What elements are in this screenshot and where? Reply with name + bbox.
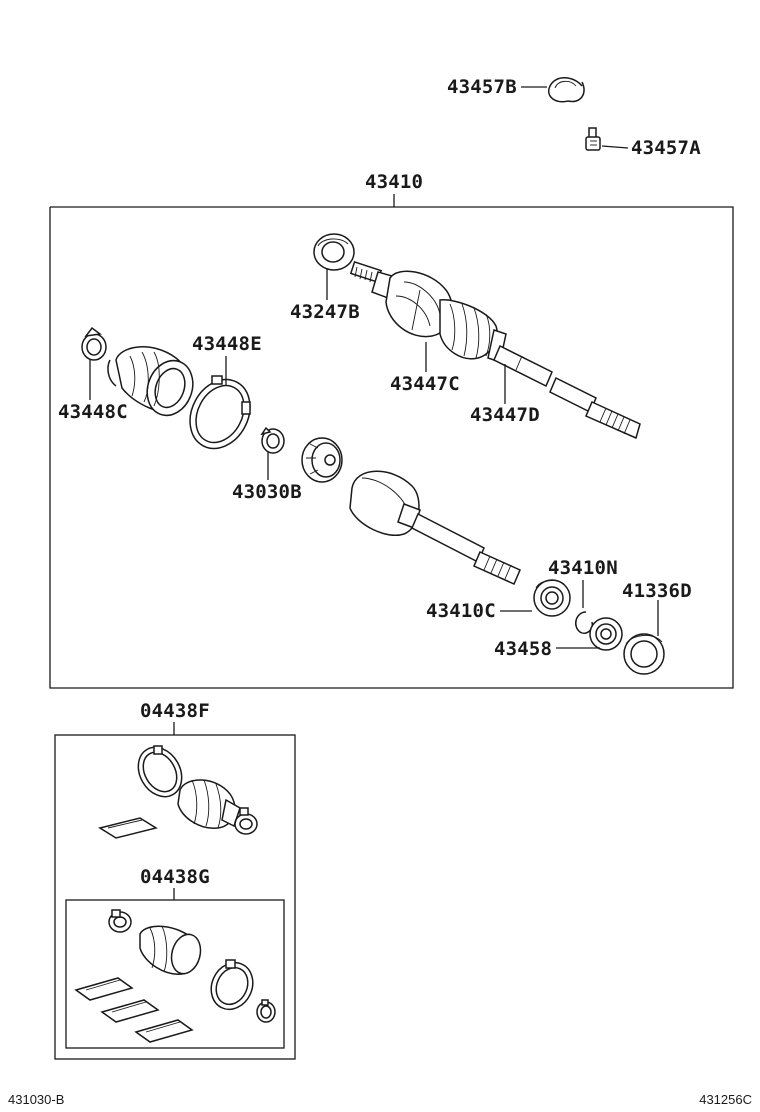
part-snap-ring-43030b xyxy=(260,426,285,454)
kit-04438g-frame xyxy=(65,899,285,1049)
part-inboard-joint-shaft xyxy=(349,470,521,585)
part-inboard-boot xyxy=(107,346,194,417)
label-43030b: 43030B xyxy=(232,481,302,503)
label-43457a: 43457A xyxy=(631,137,701,159)
label-43447d: 43447D xyxy=(470,404,540,426)
label-43448c: 43448C xyxy=(58,401,128,423)
label-43410: 43410 xyxy=(365,171,423,193)
label-04438f: 04438F xyxy=(140,700,210,722)
kit-04438f-frame xyxy=(54,734,296,1060)
part-dust-seal-43247b xyxy=(313,233,355,271)
label-04438g: 04438G xyxy=(140,866,210,888)
leader-43457a xyxy=(601,145,629,149)
part-seal-43458 xyxy=(589,617,623,651)
kit-f-small-clamp xyxy=(234,807,258,835)
label-43247b: 43247B xyxy=(290,301,360,323)
kit-f-grease-packet xyxy=(98,817,158,839)
kit-g-grease-packet-2 xyxy=(100,999,160,1023)
kit-f-large-clamp xyxy=(137,745,183,798)
kit-g-snap-ring xyxy=(256,999,276,1023)
label-43447c: 43447C xyxy=(390,373,460,395)
label-43410c: 43410C xyxy=(426,600,496,622)
kit-g-large-clamp xyxy=(210,959,254,1011)
part-large-clamp-43448e xyxy=(189,375,251,450)
part-bolt-43457a xyxy=(585,127,601,151)
footer-left-code: 431030-B xyxy=(8,1092,64,1107)
footer-right-code: 431256C xyxy=(699,1092,752,1107)
kit-g-grease-packet-1 xyxy=(74,977,134,1001)
kit-f-boot xyxy=(177,779,241,829)
label-43448e: 43448E xyxy=(192,333,262,355)
part-ring-41336d xyxy=(623,633,665,675)
kit-g-grease-packet-3 xyxy=(134,1019,194,1043)
part-outboard-joint-shaft xyxy=(349,261,641,440)
part-snap-ring-43457b xyxy=(548,77,585,103)
part-bearing-43410c xyxy=(533,579,571,617)
part-tripod-joint xyxy=(301,437,343,483)
label-43458: 43458 xyxy=(494,638,552,660)
kit-g-boot xyxy=(139,925,202,975)
kit-g-small-clamp xyxy=(108,909,132,933)
label-43457b: 43457B xyxy=(447,76,517,98)
label-43410n: 43410N xyxy=(548,557,618,579)
assembly-43410-frame xyxy=(49,206,734,689)
label-41336d: 41336D xyxy=(622,580,692,602)
part-clamp-43448c xyxy=(81,326,107,361)
